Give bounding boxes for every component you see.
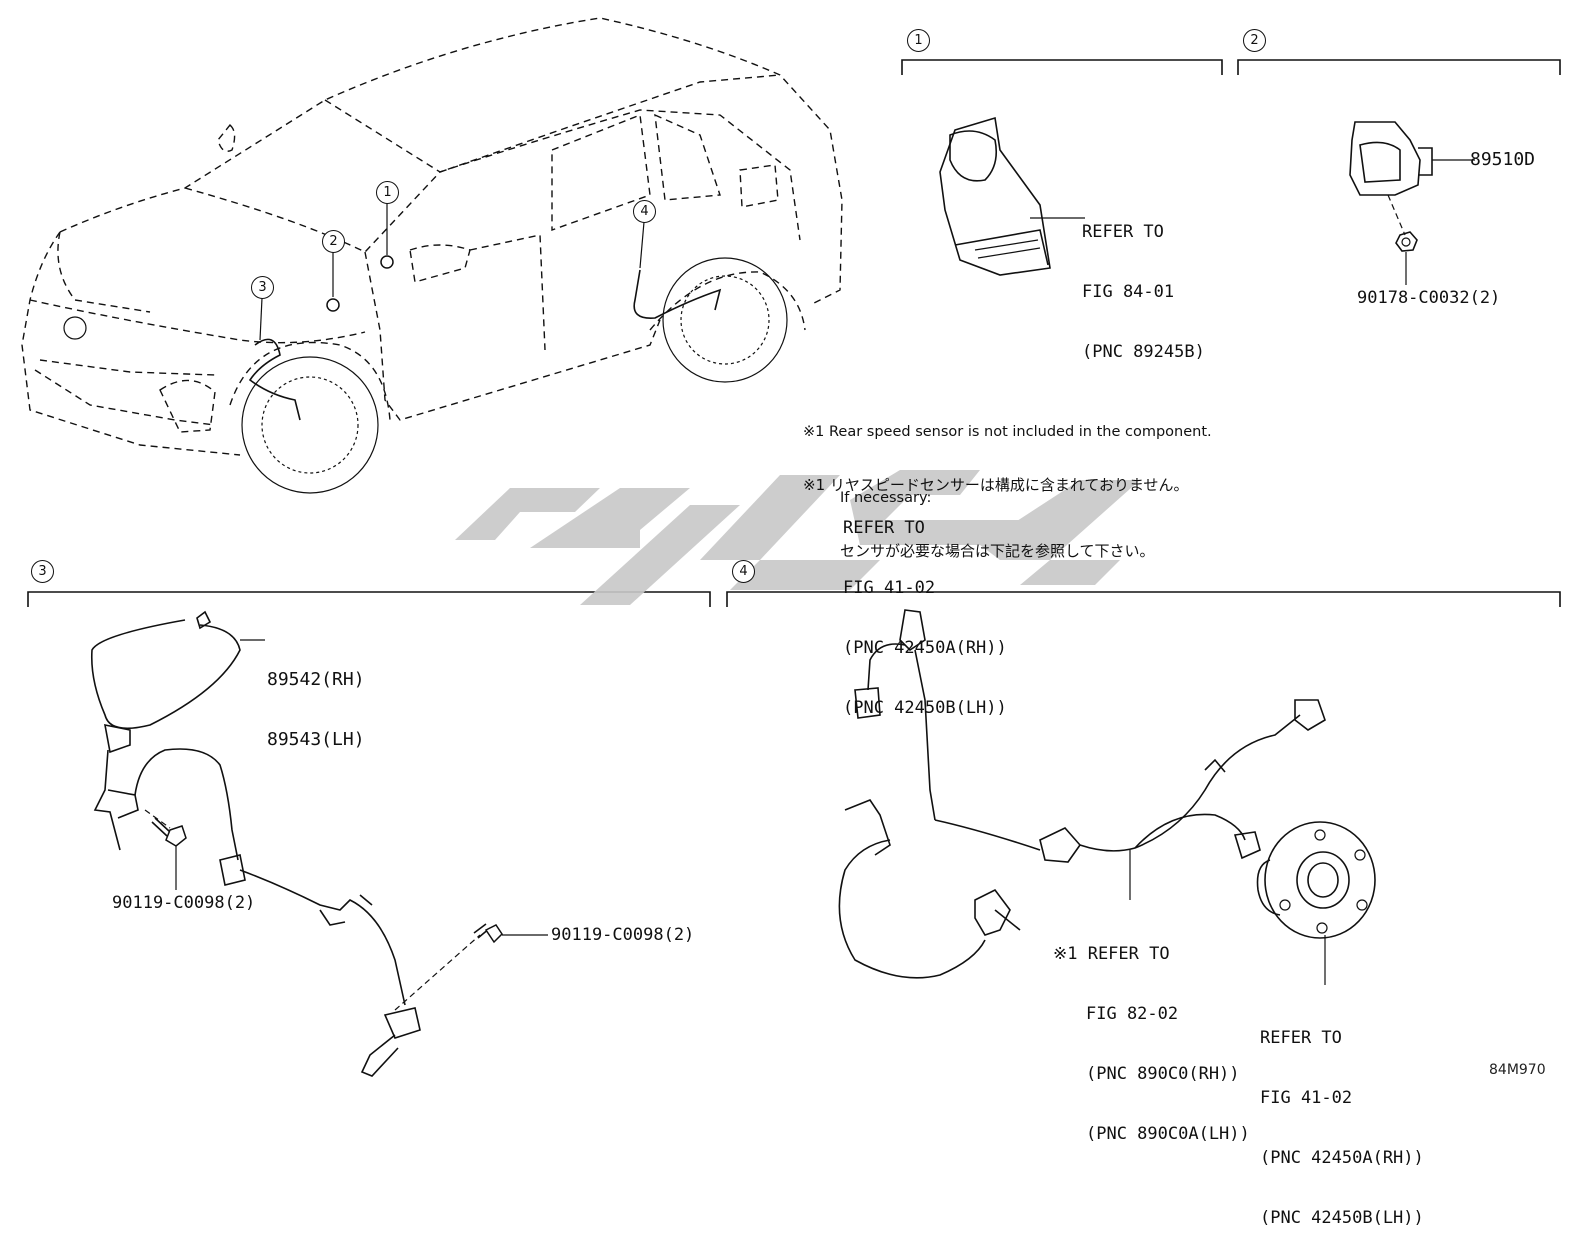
ref-line: FIG 41-02 [1260, 1088, 1353, 1108]
ref-line: (PNC 42450B(LH)) [1260, 1208, 1424, 1228]
ref-line: (PNC 890C0(RH)) [1086, 1064, 1240, 1084]
note-line: センサが必要な場合は下記を参照して下さい。 [840, 542, 1155, 560]
callout-1: 1 [376, 181, 399, 204]
note-japanese: ※1 リヤスピードセンサーは構成に含まれておりません。 センサが必要な場合は下記… [803, 430, 1189, 584]
ref-line: REFER TO [1082, 222, 1164, 242]
ref-line: (PNC 890C0A(LH)) [1086, 1124, 1250, 1144]
rear-sensor-harness [838, 609, 1326, 979]
front-speed-sensor [90, 610, 548, 1077]
callout-3: 3 [251, 276, 274, 299]
ref-line: REFER TO [1260, 1028, 1342, 1048]
section-4-header: 4 [732, 560, 755, 583]
section-3-header: 3 [31, 560, 54, 583]
ref-line: FIG 82-02 [1086, 1004, 1179, 1024]
section-2-header: 2 [1243, 29, 1266, 52]
parts-diagram [21, 17, 1561, 1077]
note-reference: REFER TO FIG 41-02 (PNC 42450A(RH)) (PNC… [843, 478, 1007, 738]
g-sensor-part [1349, 121, 1475, 285]
ref-line: FIG 41-02 [843, 578, 936, 598]
ref-line: (PNC 89245B) [1082, 342, 1205, 362]
section-brackets [27, 59, 1561, 607]
part-number-89542-89543: 89542(RH) 89543(LH) [267, 630, 365, 770]
vehicle-outline [21, 17, 843, 494]
part-number-89510d: 89510D [1470, 149, 1536, 170]
watermark-logo [455, 470, 1140, 605]
part-rh: 89542(RH) [267, 669, 365, 690]
part-number-nut: 90178-C0032(2) [1357, 288, 1501, 308]
note-english: ※1 Rear speed sensor is not included in … [803, 377, 1212, 531]
note-line: ※1 リヤスピードセンサーは構成に含まれておりません。 [803, 476, 1189, 494]
note-line: If necessary: [840, 490, 932, 506]
section-1-reference: REFER TO FIG 84-01 (PNC 89245B) [1082, 182, 1205, 382]
figure-code: 84M970 [1489, 1062, 1546, 1078]
ref-line: (PNC 42450B(LH)) [843, 698, 1007, 718]
section-1-header: 1 [907, 29, 930, 52]
part-number-bolt-a: 90119-C0098(2) [112, 893, 256, 913]
section-4-reference-sensor: ※1 REFER TO FIG 82-02 (PNC 890C0(RH)) (P… [1053, 904, 1250, 1164]
ref-line: ※1 REFER TO [1053, 944, 1170, 964]
ref-line: REFER TO [843, 518, 925, 538]
callout-2: 2 [322, 230, 345, 253]
rear-axle-hub [1256, 821, 1376, 985]
part-lh: 89543(LH) [267, 729, 365, 750]
part-number-bolt-b: 90119-C0098(2) [551, 925, 695, 945]
section-4-reference-hub: REFER TO FIG 41-02 (PNC 42450A(RH)) (PNC… [1260, 988, 1424, 1248]
note-line: ※1 Rear speed sensor is not included in … [803, 424, 1212, 440]
ref-line: FIG 84-01 [1082, 282, 1175, 302]
ref-line: (PNC 42450A(RH)) [843, 638, 1007, 658]
ref-line: (PNC 42450A(RH)) [1260, 1148, 1424, 1168]
yaw-rate-sensor-module [939, 116, 1085, 276]
callout-4: 4 [633, 200, 656, 223]
